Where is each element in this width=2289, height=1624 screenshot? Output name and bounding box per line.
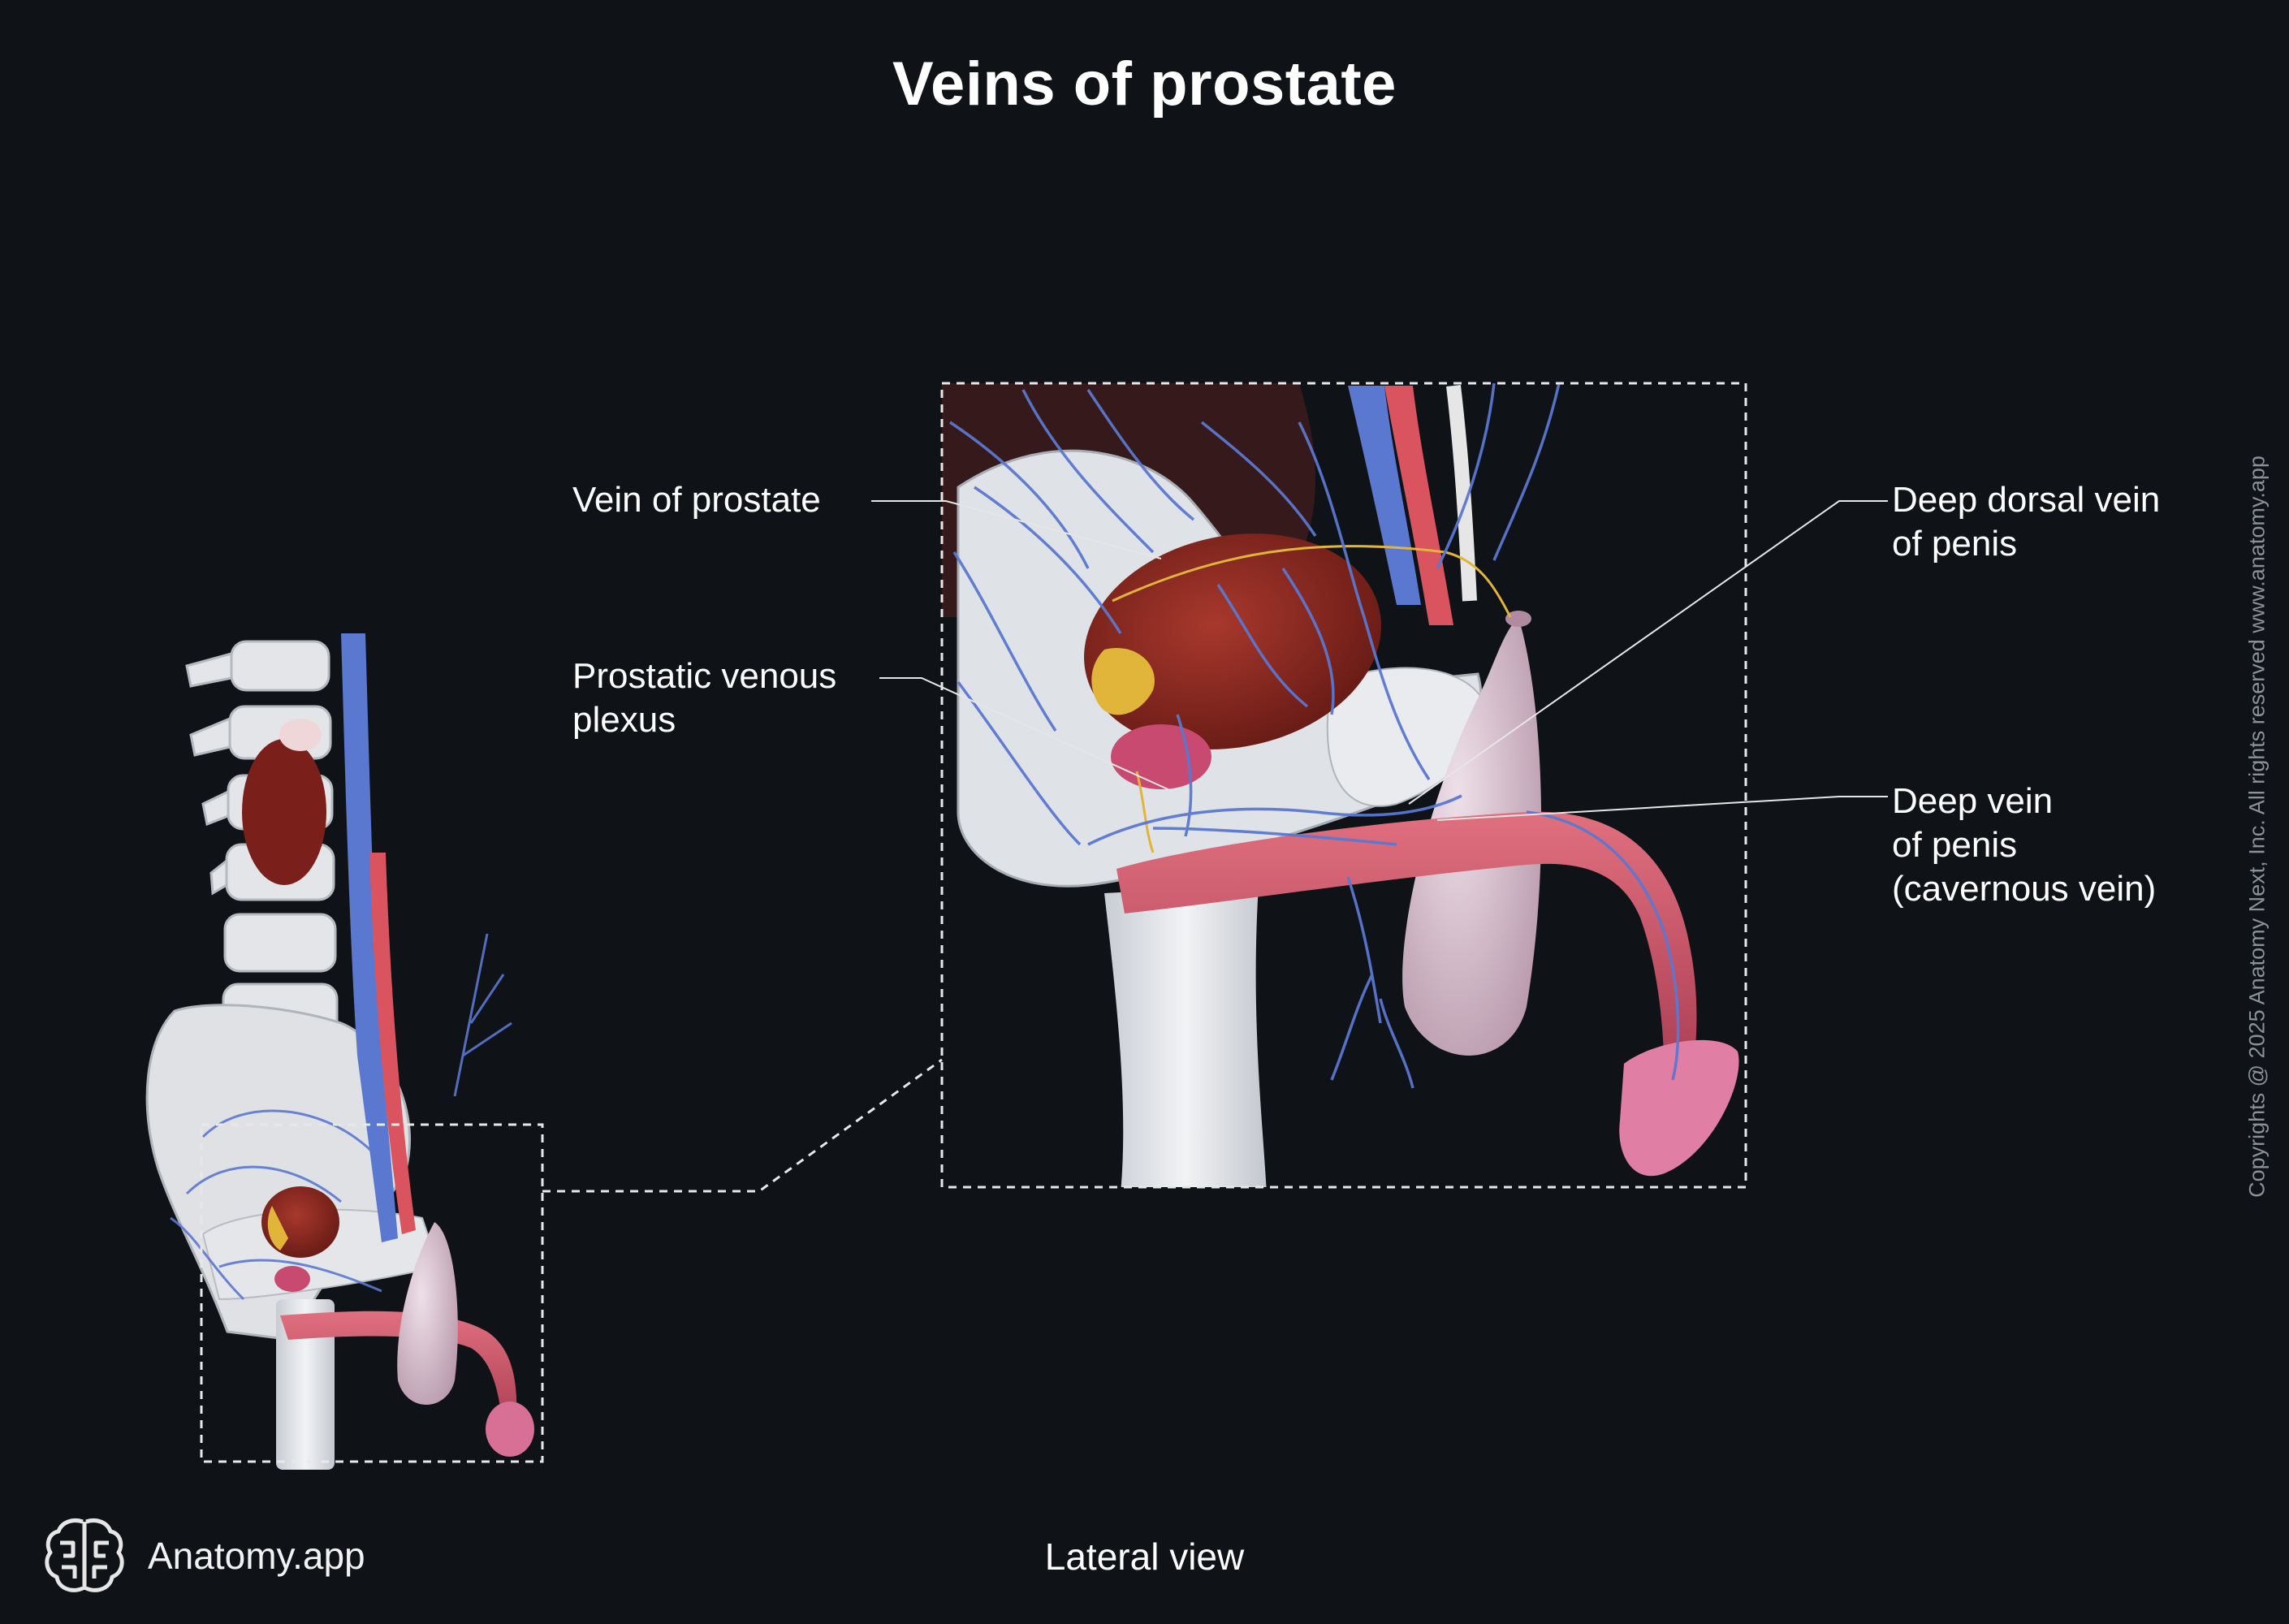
venous-network <box>949 383 1680 1089</box>
overview-zoom-frame <box>200 1123 544 1463</box>
kidney <box>242 739 326 885</box>
label-vein-of-prostate: Vein of prostate <box>572 480 821 520</box>
label-deep-vein: Deep vein of penis (cavernous vein) <box>1892 781 2157 909</box>
brain-logo-icon <box>45 1518 124 1592</box>
brand-name: Anatomy.app <box>148 1535 365 1577</box>
leader-lines <box>871 500 1888 821</box>
label-prostatic-venous-plexus: Prostatic venous plexus <box>572 656 837 740</box>
zoomed-figure <box>942 383 1739 1187</box>
penis <box>1116 811 1697 1092</box>
zoom-connector <box>542 1058 943 1193</box>
brand[interactable]: Anatomy.app <box>42 1515 365 1596</box>
prostate <box>1084 533 1381 749</box>
copyright: Copyrights @ 2025 Anatomy Next, Inc. All… <box>2244 456 2270 1198</box>
label-deep-dorsal-vein: Deep dorsal vein of penis <box>1892 480 2161 564</box>
zoom-frame <box>940 382 1747 1189</box>
seminal-vesicle <box>1091 648 1155 715</box>
page-title: Veins of prostate <box>892 50 1397 119</box>
femur <box>1104 885 1267 1187</box>
glans <box>1619 1039 1739 1177</box>
overview-figure <box>145 633 534 1470</box>
view-label: Lateral view <box>1044 1535 1245 1578</box>
